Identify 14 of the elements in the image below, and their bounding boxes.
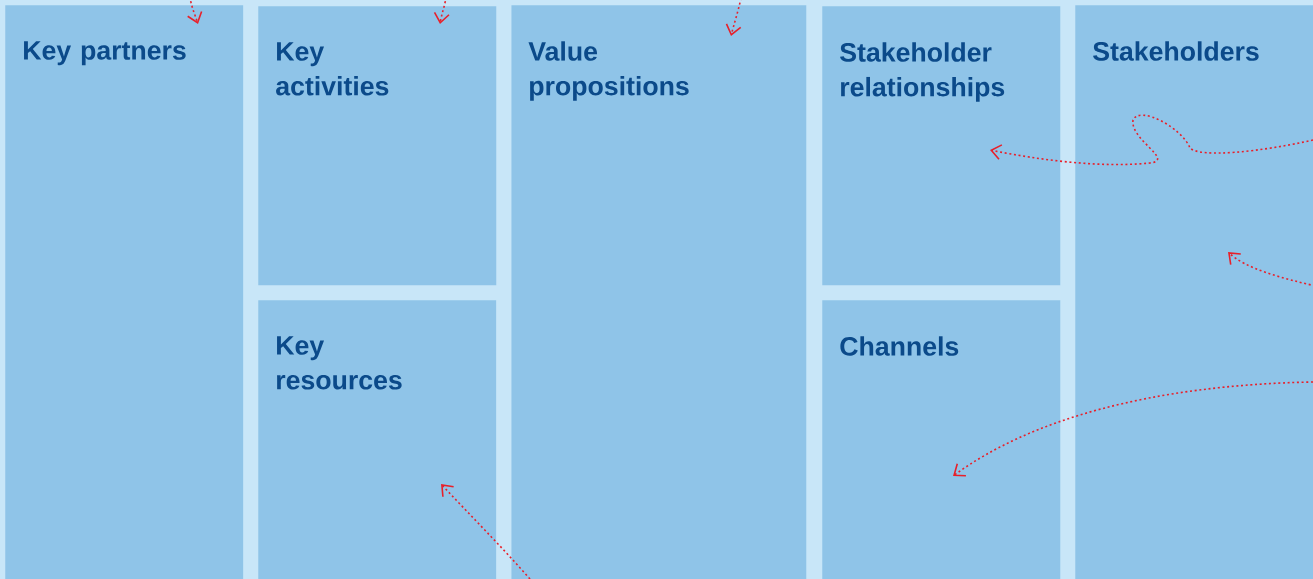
column-box: Stakeholders: [1075, 5, 1313, 579]
column-box: Key activities: [258, 6, 497, 286]
column-box: Stakeholder relationships: [822, 6, 1061, 286]
arrow: [441, 484, 531, 579]
arrow: [1228, 252, 1313, 288]
column-box: Value propositions: [511, 5, 807, 579]
arrow: [725, 0, 742, 36]
column-box: Key resources: [258, 300, 497, 579]
arrow: [953, 381, 1313, 477]
column-box: Channels: [822, 300, 1061, 579]
column-box: Key partners: [5, 5, 244, 579]
arrow: [433, 0, 450, 24]
arrow: [990, 114, 1313, 166]
arrow: [186, 0, 203, 24]
